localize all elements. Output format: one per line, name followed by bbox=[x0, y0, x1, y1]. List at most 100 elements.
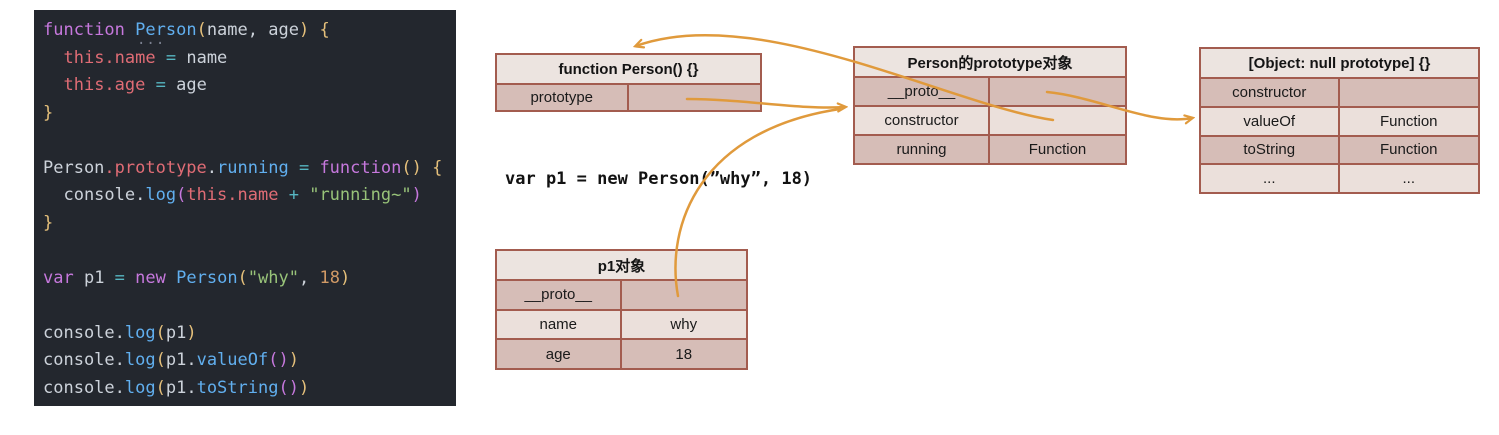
code-token bbox=[278, 185, 288, 205]
row-label: toString bbox=[1201, 136, 1340, 164]
code-line: console.log(p1.toString()) bbox=[43, 375, 456, 403]
code-token: this.name bbox=[63, 47, 156, 68]
code-token: = bbox=[114, 267, 125, 288]
code-token: ) bbox=[298, 377, 310, 398]
code-token bbox=[309, 20, 319, 40]
code-token: = bbox=[155, 75, 166, 95]
code-token: } bbox=[43, 212, 54, 233]
code-token: , bbox=[299, 267, 320, 288]
code-line: function Person(name, age) { bbox=[43, 17, 456, 45]
table-title: [Object: null prototype] {} bbox=[1201, 49, 1478, 77]
code-token: 18 bbox=[319, 267, 340, 288]
code-token bbox=[43, 48, 63, 68]
table-row: __proto__ bbox=[855, 76, 1125, 105]
code-token: new bbox=[135, 267, 166, 288]
row-value: ... bbox=[1402, 170, 1415, 188]
code-token: p1 bbox=[73, 267, 115, 288]
row-value: Function bbox=[1028, 141, 1087, 158]
row-label: running bbox=[855, 136, 990, 163]
code-token: ) bbox=[298, 20, 310, 40]
code-token: ( bbox=[155, 350, 166, 370]
code-token: ( bbox=[155, 322, 166, 343]
code-token bbox=[43, 75, 63, 95]
code-token: "why" bbox=[247, 267, 299, 288]
code-token bbox=[125, 268, 135, 288]
inlay-hint-dots: ··· bbox=[137, 36, 166, 52]
row-label: __proto__ bbox=[497, 281, 622, 309]
row-value bbox=[1340, 79, 1479, 106]
code-token: function bbox=[319, 157, 402, 178]
row-value bbox=[622, 281, 747, 309]
code-token: function bbox=[43, 20, 125, 40]
code-token: console. bbox=[43, 322, 125, 343]
code-token: age bbox=[165, 75, 207, 95]
row-value bbox=[990, 78, 1125, 105]
code-line: console.log(p1) bbox=[43, 320, 456, 348]
row-value bbox=[990, 107, 1125, 134]
code-token: p1 bbox=[165, 322, 187, 343]
code-token: () bbox=[268, 350, 289, 370]
code-token: } bbox=[43, 102, 54, 123]
code-token bbox=[422, 158, 432, 178]
code-line bbox=[43, 237, 456, 265]
code-token bbox=[145, 75, 155, 95]
code-token: console. bbox=[43, 350, 125, 370]
code-token: Person bbox=[176, 267, 238, 288]
row-value: Function bbox=[1379, 112, 1438, 130]
code-line: this.name = name bbox=[43, 45, 456, 73]
code-token: ( bbox=[176, 185, 187, 205]
code-token bbox=[299, 185, 309, 205]
code-token: () bbox=[401, 157, 422, 178]
table-function-person: function Person() {}prototype bbox=[495, 53, 762, 112]
table-row: __proto__ bbox=[497, 279, 746, 309]
row-value bbox=[629, 85, 761, 110]
code-token bbox=[309, 158, 319, 178]
code-token: this.age bbox=[63, 75, 146, 95]
code-token bbox=[125, 20, 135, 40]
table-title: p1对象 bbox=[497, 251, 746, 279]
row-label: prototype bbox=[497, 85, 629, 110]
row-label: name bbox=[497, 310, 622, 339]
row-label: ... bbox=[1201, 165, 1340, 192]
code-token: { bbox=[432, 157, 443, 178]
code-line: } bbox=[43, 210, 456, 238]
code-token: toString bbox=[196, 377, 279, 398]
code-token: { bbox=[319, 20, 330, 40]
code-token: valueOf bbox=[196, 350, 269, 370]
code-token: + bbox=[288, 185, 299, 205]
table-row: valueOf Function bbox=[1201, 105, 1478, 135]
code-token: ) bbox=[411, 185, 422, 205]
table-row: constructor bbox=[855, 105, 1125, 134]
code-editor-panel[interactable]: function Person(name, age) { this.name =… bbox=[34, 10, 456, 406]
code-line: console.log(this.name + "running~") bbox=[43, 182, 456, 210]
code-token: ) bbox=[288, 350, 299, 370]
code-token: console. bbox=[43, 377, 125, 398]
code-token: name bbox=[176, 47, 228, 68]
code-token: Person bbox=[43, 157, 105, 178]
code-token: log bbox=[124, 322, 156, 343]
row-value: 18 bbox=[675, 345, 693, 363]
row-label: constructor bbox=[855, 107, 990, 134]
code-line: } bbox=[43, 100, 456, 128]
code-token: name, age bbox=[206, 20, 299, 40]
code-token: ( bbox=[237, 267, 248, 288]
row-label: valueOf bbox=[1201, 107, 1340, 135]
code-line bbox=[43, 292, 456, 320]
table-row: running Function bbox=[855, 134, 1125, 163]
code-token: this.name bbox=[186, 185, 279, 205]
code-line bbox=[43, 127, 456, 155]
code-line: this.age = age bbox=[43, 72, 456, 100]
code-token: log bbox=[145, 185, 177, 205]
code-token bbox=[166, 268, 176, 288]
code-token: .prototype bbox=[104, 157, 207, 178]
code-token: log bbox=[124, 377, 156, 398]
code-token: ( bbox=[155, 377, 166, 398]
code-lines: function Person(name, age) { this.name =… bbox=[43, 17, 456, 402]
code-token: p1. bbox=[165, 377, 197, 398]
code-token: = bbox=[298, 157, 310, 178]
